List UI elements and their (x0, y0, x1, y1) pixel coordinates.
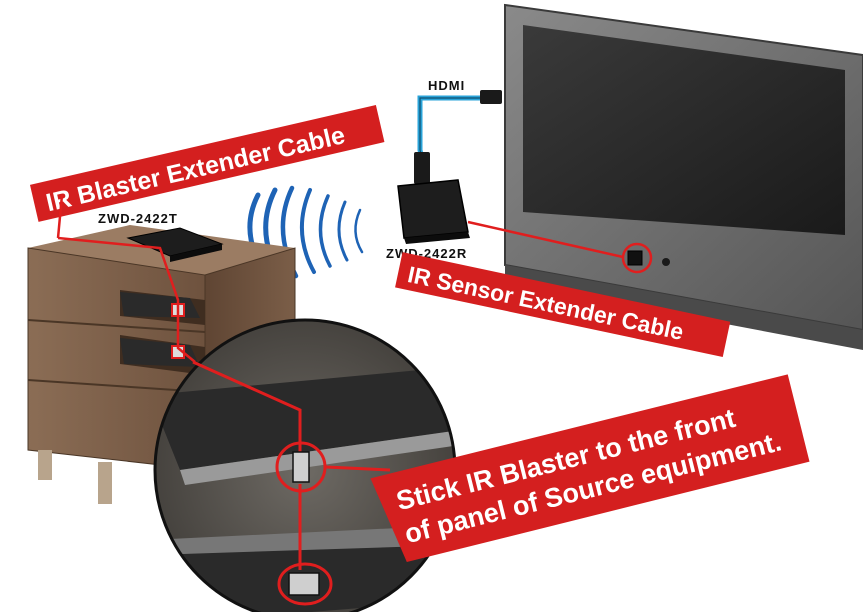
cabinet-leg (38, 450, 52, 480)
tv-power-button (662, 258, 670, 266)
hdmi-plug-receiver (414, 152, 430, 184)
banner-ir-blaster-text: IR Blaster Extender Cable (43, 121, 347, 217)
banner-ir-blaster: IR Blaster Extender Cable (30, 105, 384, 222)
hdmi-cable: HDMI (414, 78, 502, 184)
ir-blaster-lower (289, 573, 319, 595)
zoom-detail (150, 320, 460, 612)
hdmi-label: HDMI (428, 78, 465, 93)
ir-sensor-on-tv (628, 251, 642, 265)
cabinet-leg (98, 462, 112, 504)
transmitter-model-label: ZWD-2422T (98, 211, 178, 226)
ir-blaster-upper (293, 452, 309, 482)
hdmi-plug-tv (480, 90, 502, 104)
receiver-device-icon: ZWD-2422R (386, 180, 470, 261)
